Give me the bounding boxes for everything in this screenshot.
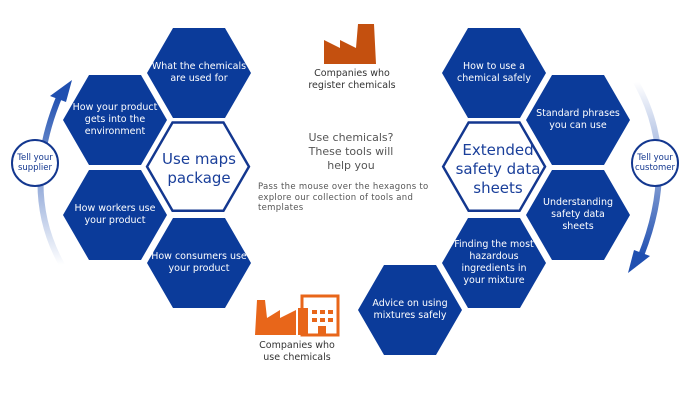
hex-what-chemicals-used-for[interactable]: What the chemicals are used for	[151, 28, 247, 118]
hex-understanding-sds[interactable]: Understanding safety data sheets	[536, 170, 620, 260]
hex-product-environment[interactable]: How your product gets into the environme…	[67, 75, 163, 165]
tell-supplier-badge: Tell your supplier	[11, 139, 59, 187]
hex-workers-use[interactable]: How workers use your product	[67, 170, 163, 260]
hex-label: How workers use your product	[74, 203, 156, 226]
hex-label: What the chemicals are used for	[151, 61, 247, 84]
intro-question: Use chemicals? These tools will help you	[308, 131, 394, 172]
hex-use-maps-package[interactable]: Use maps package	[160, 124, 238, 214]
hex-consumers-use[interactable]: How consumers use your product	[151, 218, 247, 308]
factory-icon	[324, 24, 376, 64]
hex-label: How to use a chemical safely	[457, 61, 531, 84]
hex-standard-phrases[interactable]: Standard phrases you can use	[530, 75, 626, 165]
hex-label: Extended safety data sheets	[455, 140, 541, 197]
badge-label: Tell your supplier	[17, 153, 53, 173]
hex-hazardous-ingredients[interactable]: Finding the most hazardous ingredients i…	[452, 218, 536, 308]
hex-label: Understanding safety data sheets	[543, 197, 613, 232]
hex-label: Standard phrases you can use	[536, 108, 620, 131]
tell-customer-badge: Tell your customer	[631, 139, 679, 187]
hex-label: How consumers use your product	[151, 251, 247, 274]
hex-extended-sds[interactable]: Extended safety data sheets	[452, 124, 544, 214]
hex-label: How your product gets into the environme…	[72, 102, 158, 137]
supplier-arrowhead	[50, 80, 72, 102]
hex-label: Finding the most hazardous ingredients i…	[454, 239, 534, 286]
use-companies-caption: Companies who use chemicals	[259, 340, 335, 363]
customer-arrowhead	[628, 250, 650, 273]
factory-office-icon	[255, 294, 340, 337]
register-companies-caption: Companies who register chemicals	[308, 68, 396, 91]
hex-label: Use maps package	[162, 150, 236, 187]
hex-label: Advice on using mixtures safely	[372, 298, 448, 321]
hex-mixtures-safely[interactable]: Advice on using mixtures safely	[366, 265, 454, 355]
intro-hint: Pass the mouse over the hexagons to expl…	[258, 182, 429, 213]
badge-label: Tell your customer	[634, 153, 676, 173]
hex-use-chemical-safely[interactable]: How to use a chemical safely	[450, 28, 538, 118]
